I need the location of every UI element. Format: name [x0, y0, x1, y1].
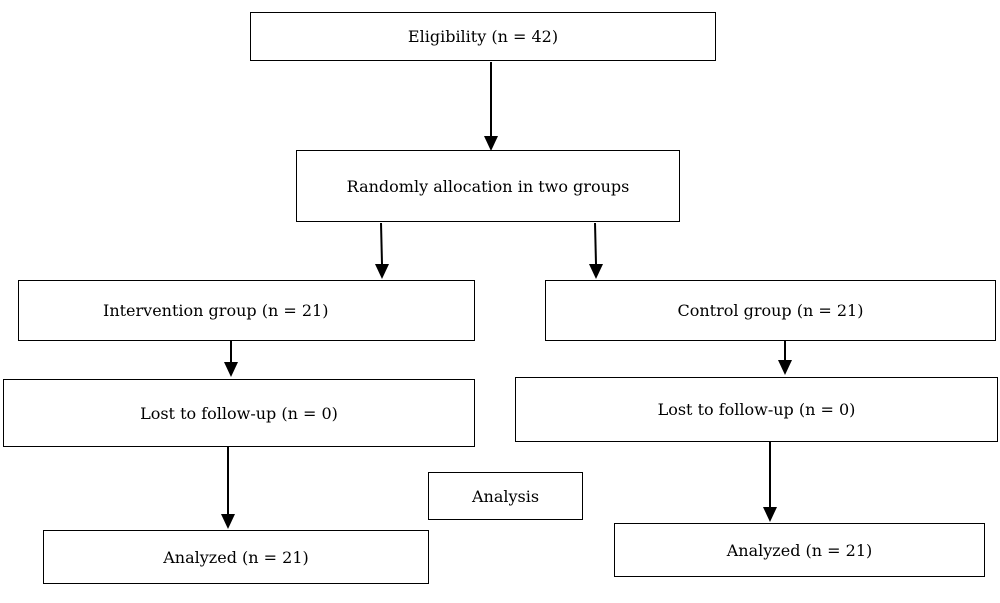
allocation-label: Randomly allocation in two groups — [346, 176, 630, 196]
arrow-allocation-to-intervention — [375, 222, 389, 279]
arrow-eligibility-to-allocation — [484, 62, 498, 151]
arrow-control-lost-to-analyzed — [763, 442, 777, 522]
eligibility-label: Eligibility (n = 42) — [407, 27, 559, 46]
intervention-group-box: Intervention group (n = 21) — [18, 280, 475, 341]
intervention-analyzed-label: Analyzed (n = 21) — [163, 547, 309, 567]
intervention-lost-label: Lost to follow-up (n = 0) — [140, 403, 338, 423]
arrow-intervention-lost-to-analyzed — [221, 447, 235, 529]
allocation-box: Randomly allocation in two groups — [296, 150, 680, 222]
eligibility-box: Eligibility (n = 42) — [250, 12, 716, 61]
intervention-group-label: Intervention group (n = 21) — [103, 301, 329, 320]
control-group-label: Control group (n = 21) — [677, 301, 864, 320]
arrow-control-to-lost — [778, 341, 792, 375]
control-group-box: Control group (n = 21) — [545, 280, 996, 341]
intervention-analyzed-box: Analyzed (n = 21) — [43, 530, 429, 584]
arrow-allocation-to-control — [589, 222, 603, 279]
control-analyzed-label: Analyzed (n = 21) — [726, 540, 873, 560]
control-lost-label: Lost to follow-up (n = 0) — [657, 400, 856, 419]
control-analyzed-box: Analyzed (n = 21) — [614, 523, 985, 577]
intervention-lost-box: Lost to follow-up (n = 0) — [3, 379, 475, 447]
analysis-box: Analysis — [428, 472, 583, 520]
control-lost-box: Lost to follow-up (n = 0) — [515, 377, 998, 442]
analysis-label: Analysis — [471, 486, 540, 506]
arrow-intervention-to-lost — [224, 341, 238, 377]
